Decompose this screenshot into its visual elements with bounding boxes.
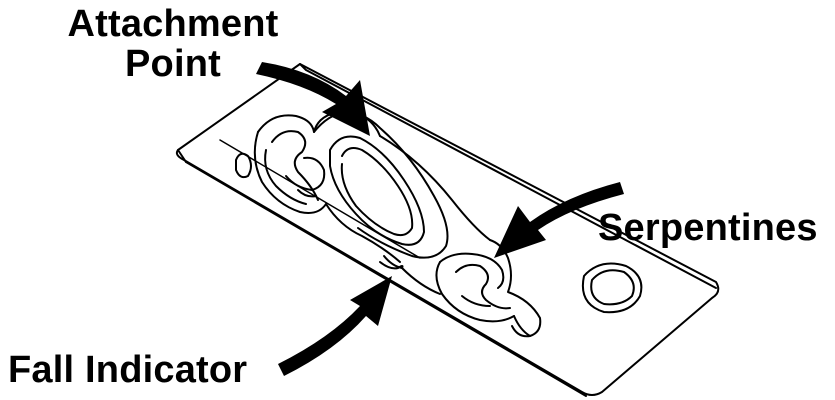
fall-indicator-arrow [278,276,392,376]
left-hole [235,152,252,179]
lower-serpentine [401,239,542,338]
serpentines-label: Serpentines [598,207,818,249]
fall-indicator-notch [379,255,404,270]
serpentines-arrow [494,182,624,258]
fall-indicator-label: Fall Indicator [8,349,248,391]
attachment-eyelet [313,110,491,263]
attachment-point-label-line1: Attachment [67,3,279,45]
slot-hole [582,262,643,314]
attachment-point-label: Attachment Point [38,4,308,84]
attachment-point-label-line2: Point [125,43,221,85]
base-plate [175,63,720,397]
attachment-arrow [256,62,370,136]
